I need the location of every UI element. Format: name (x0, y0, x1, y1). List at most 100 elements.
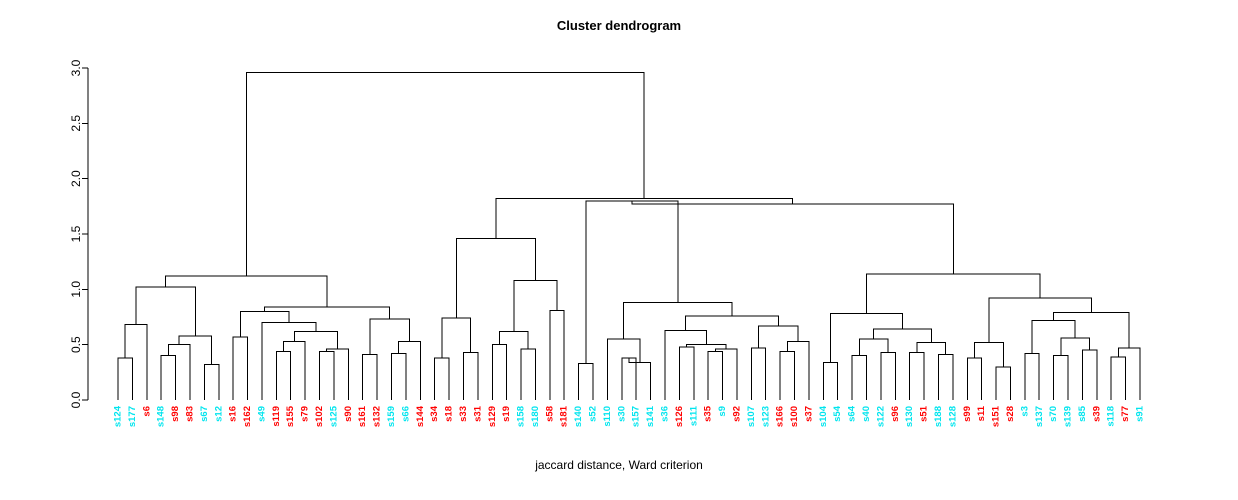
leaf-label: s122 (875, 406, 886, 427)
dendrogram-link (455, 237, 536, 319)
dendrogram-link (261, 322, 317, 400)
dendrogram-link (880, 351, 896, 400)
dendrogram-link (293, 330, 339, 350)
y-axis-tick-label: 0.5 (69, 336, 83, 353)
leaf-label: s30 (616, 406, 627, 422)
dendrogram-link (873, 328, 932, 343)
leaf-label: s157 (631, 406, 642, 427)
leaf-label: s110 (602, 406, 613, 427)
leaf-label: s85 (1077, 405, 1088, 422)
dendrogram-link (578, 362, 594, 400)
dendrogram-link (707, 350, 724, 400)
dendrogram-link (664, 329, 707, 400)
dendrogram-link (441, 317, 472, 358)
y-axis: 0.00.51.01.52.02.53.0 (69, 59, 89, 408)
y-axis-tick-label: 0.0 (69, 391, 83, 408)
dendrogram-link (362, 354, 378, 400)
dendrogram-link (621, 357, 637, 400)
leaf-label: s64 (847, 405, 858, 422)
dendrogram-link (1117, 347, 1141, 400)
leaf-label: s100 (789, 406, 800, 427)
leaf-label: s54 (832, 405, 843, 422)
dendrogram-link (283, 340, 306, 400)
dendrogram-link (239, 310, 290, 337)
leaf-label: s137 (1034, 406, 1045, 427)
leaf-label: s49 (256, 406, 267, 422)
leaf-label: s141 (645, 405, 656, 427)
leaf-label: s12 (213, 406, 224, 422)
leaf-label: s102 (314, 406, 325, 427)
dendrogram-link (1053, 355, 1069, 400)
dendrogram-link (686, 344, 727, 350)
dendrogram-link (628, 357, 652, 400)
leaf-label: s40 (861, 406, 872, 422)
dendrogram-link (434, 357, 450, 400)
leaf-label: s66 (400, 406, 411, 422)
leaf-label: s139 (1063, 406, 1074, 427)
leaf-label: s130 (904, 406, 915, 427)
dendrogram-link (1031, 319, 1076, 354)
dendrogram-link (245, 71, 645, 277)
dendrogram-link (398, 340, 421, 400)
leaf-label: s159 (386, 406, 397, 427)
y-axis-tick-label: 2.0 (69, 170, 83, 187)
leaf-label: s11 (976, 405, 987, 421)
dendrogram-link (326, 348, 349, 400)
dendrogram-link (275, 350, 292, 400)
dendrogram-link (1053, 312, 1130, 348)
leaf-label: s180 (530, 406, 541, 427)
leaf-label: s39 (1091, 406, 1102, 422)
dendrogram-link (520, 348, 536, 400)
leaf-label: s107 (746, 406, 757, 427)
leaf-label: s51 (919, 405, 930, 422)
dendrogram-link (160, 355, 177, 400)
dendrogram-link (369, 318, 410, 355)
dendrogram-link (714, 348, 738, 400)
leaf-label: s128 (947, 406, 958, 427)
y-axis-tick-label: 1.0 (69, 281, 83, 298)
leaf-label: s79 (300, 406, 311, 422)
leaf-label: s140 (573, 406, 584, 427)
dendrogram-link (495, 198, 794, 239)
leaf-label: s58 (544, 406, 555, 422)
leaf-label: s6 (141, 406, 152, 417)
leaf-label: s83 (184, 406, 195, 422)
dendrogram-link (858, 338, 889, 356)
leaf-label: s119 (271, 406, 282, 427)
leaf-label: s18 (444, 406, 455, 422)
leaf-label: s111 (688, 405, 699, 426)
dendrogram-link (988, 297, 1092, 343)
dendrogram-link (966, 357, 983, 400)
leaf-label: s161 (357, 405, 368, 427)
dendrogram-link (866, 273, 1041, 314)
dendrogram-link (124, 324, 148, 400)
leaf-label: s148 (156, 406, 167, 427)
dendrogram-link (995, 366, 1011, 400)
leaf-label: s104 (818, 405, 829, 427)
leaf-label: s96 (890, 406, 901, 422)
leaf-label: s188 (933, 406, 944, 427)
leaf-label: s91 (1135, 405, 1146, 422)
dendrogram-link (1060, 337, 1091, 356)
leaf-label: s34 (429, 405, 440, 422)
dendrogram-link (135, 286, 196, 336)
leaf-label: s19 (501, 406, 512, 422)
dendrogram-link (498, 330, 529, 350)
dendrogram-links (117, 71, 1141, 400)
dendrogram-link (232, 336, 249, 400)
leaf-label: s90 (343, 406, 354, 422)
leaf-label: s155 (285, 405, 296, 427)
dendrogram-link (1024, 353, 1040, 400)
leaf-label: s125 (328, 405, 339, 427)
leaf-label: s35 (703, 405, 714, 422)
dendrogram-link (1081, 349, 1098, 400)
dendrogram-link (1110, 356, 1127, 400)
leaf-label: s70 (1048, 406, 1059, 422)
dendrogram-link (758, 325, 799, 348)
dendrogram-link (631, 200, 954, 274)
dendrogram-link (606, 338, 641, 400)
dendrogram-link (909, 351, 925, 400)
leaf-label: s36 (660, 406, 671, 422)
dendrogram-link (786, 340, 810, 400)
